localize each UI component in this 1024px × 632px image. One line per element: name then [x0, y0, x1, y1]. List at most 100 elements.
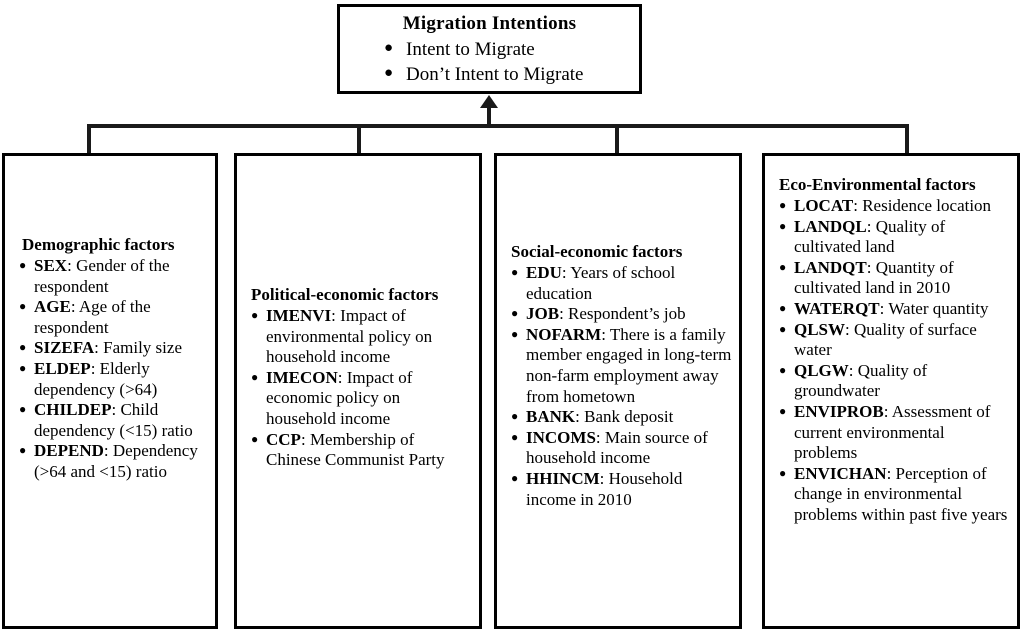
variable-code: HHINCM [526, 468, 600, 488]
variable-description: Impact of economic policy on household i… [266, 367, 413, 428]
variable-code: SEX [34, 256, 68, 275]
variable-separator: : [599, 468, 605, 488]
variable-separator: : [883, 401, 889, 421]
variable-description: Elderly dependency (>64) [34, 358, 158, 399]
variable-code: LANDQT [794, 257, 867, 277]
list-item: LANDQL: Quality of cultivated land [779, 216, 1010, 258]
list-item: INCOMS: Main source of household income [511, 427, 732, 469]
variable-code: WATERQT [794, 298, 880, 318]
variable-separator: : [886, 463, 892, 483]
variable-code: CCP [266, 429, 301, 449]
category-title-social-economic: Social-economic factors [511, 242, 683, 261]
variable-description: Respondent’s job [568, 304, 686, 324]
variable-description: Perception of change in environmental pr… [794, 463, 1008, 524]
variable-separator: : [879, 298, 885, 318]
variable-separator: : [90, 358, 96, 378]
variable-separator: : [331, 306, 336, 325]
variable-separator: : [559, 304, 564, 324]
variable-code: BANK [526, 407, 576, 427]
connector-drop-demographic [87, 124, 91, 155]
variable-code: ENVICHAN [794, 463, 887, 483]
root-node-bullet-list: Intent to Migrate Don’t Intent to Migrat… [340, 36, 639, 87]
list-item: DEPEND: Dependency (>64 and <15) ratio [19, 440, 208, 482]
variable-description: Residence location [862, 196, 992, 215]
variable-separator: : [561, 263, 567, 282]
variable-code: INCOMS [526, 427, 596, 447]
variable-code: JOB [526, 304, 560, 324]
arrow-stem [487, 104, 491, 126]
list-item: AGE: Age of the respondent [19, 296, 208, 338]
arrow-head-icon [480, 95, 498, 108]
list-item: ELDEP: Elderly dependency (>64) [19, 358, 208, 400]
variable-separator: : [575, 407, 580, 427]
variable-separator: : [337, 367, 343, 387]
list-item: LANDQT: Quantity of cultivated land in 2… [779, 257, 1010, 299]
variable-description: Water quantity [888, 298, 989, 318]
variable-separator: : [94, 338, 99, 358]
category-title-political-economic: Political-economic factors [251, 285, 439, 304]
variable-code: QLGW [794, 360, 849, 380]
variable-description: Quantity of cultivated land in 2010 [794, 257, 954, 298]
variable-description: Quality of groundwater [794, 360, 928, 401]
variable-separator: : [866, 257, 872, 277]
list-item: JOB: Respondent’s job [511, 303, 732, 325]
variable-code: ELDEP [34, 358, 91, 378]
variable-code: QLSW [794, 319, 846, 339]
variable-code: IMECON [266, 367, 338, 387]
list-item: IMENVI: Impact of environmental policy o… [251, 305, 472, 368]
variable-separator: : [845, 319, 850, 339]
variable-code: AGE [34, 297, 71, 317]
list-item: IMECON: Impact of economic policy on hou… [251, 367, 472, 430]
list-item: EDU: Years of school education [511, 262, 732, 304]
category-box-eco-environmental: Eco-Environmental factors LOCAT: Residen… [762, 153, 1020, 629]
connector-drop-eco-environmental [905, 124, 909, 155]
variable-code: DEPEND [34, 441, 104, 461]
variable-description: Assessment of current environmental prob… [794, 401, 991, 463]
variable-code: SIZEFA [34, 338, 95, 358]
variable-description: Main source of household income [526, 427, 708, 468]
root-bullet-item: Intent to Migrate [340, 36, 639, 62]
variable-description: Age of the respondent [34, 297, 151, 337]
category-item-list-eco-environmental: LOCAT: Residence location LANDQL: Qualit… [779, 195, 1010, 526]
variable-description: Gender of the respondent [34, 256, 170, 296]
list-item: CHILDEP: Child dependency (<15) ratio [19, 399, 208, 441]
root-node-title: Migration Intentions [402, 13, 577, 34]
list-item: CCP: Membership of Chinese Communist Par… [251, 429, 472, 471]
category-item-list-political-economic: IMENVI: Impact of environmental policy o… [251, 305, 472, 471]
variable-code: LANDQL [794, 216, 867, 236]
variable-separator: : [853, 196, 858, 215]
variable-separator: : [866, 216, 872, 236]
variable-separator: : [848, 360, 854, 380]
variable-description: Household income in 2010 [526, 468, 683, 509]
variable-description: Quality of surface water [794, 319, 977, 360]
category-item-list-demographic: SEX: Gender of the respondent AGE: Age o… [19, 255, 208, 483]
list-item: NOFARM: There is a family member engaged… [511, 324, 732, 407]
variable-code: NOFARM [526, 324, 602, 344]
list-item: QLGW: Quality of groundwater [779, 360, 1010, 402]
category-title-eco-environmental: Eco-Environmental factors [779, 175, 976, 194]
variable-separator: : [67, 256, 72, 275]
list-item: BANK: Bank deposit [511, 406, 732, 428]
list-item: HHINCM: Household income in 2010 [511, 468, 732, 510]
variable-separator: : [103, 441, 109, 461]
variable-description: Bank deposit [584, 407, 674, 427]
connector-drop-social-economic [615, 124, 619, 155]
variable-description: Child dependency (<15) ratio [34, 400, 193, 440]
root-bullet-item: Don’t Intent to Migrate [340, 61, 639, 87]
list-item: LOCAT: Residence location [779, 195, 1010, 217]
variable-description: Family size [103, 338, 182, 358]
variable-description: Years of school education [526, 263, 676, 303]
variable-separator: : [595, 427, 601, 447]
variable-code: EDU [526, 263, 562, 282]
variable-separator: : [111, 400, 117, 420]
variable-separator: : [601, 324, 606, 344]
variable-separator: : [300, 429, 306, 449]
category-box-political-economic: Political-economic factors IMENVI: Impac… [234, 153, 482, 629]
category-title-demographic: Demographic factors [22, 235, 175, 254]
category-box-demographic: Demographic factors SEX: Gender of the r… [2, 153, 218, 629]
variable-code: IMENVI [266, 306, 332, 325]
connector-drop-political-economic [357, 124, 361, 155]
variable-description: Impact of environmental policy on househ… [266, 306, 433, 367]
variable-code: ENVIPROB [794, 401, 884, 421]
list-item: ENVIPROB: Assessment of current environm… [779, 401, 1010, 464]
